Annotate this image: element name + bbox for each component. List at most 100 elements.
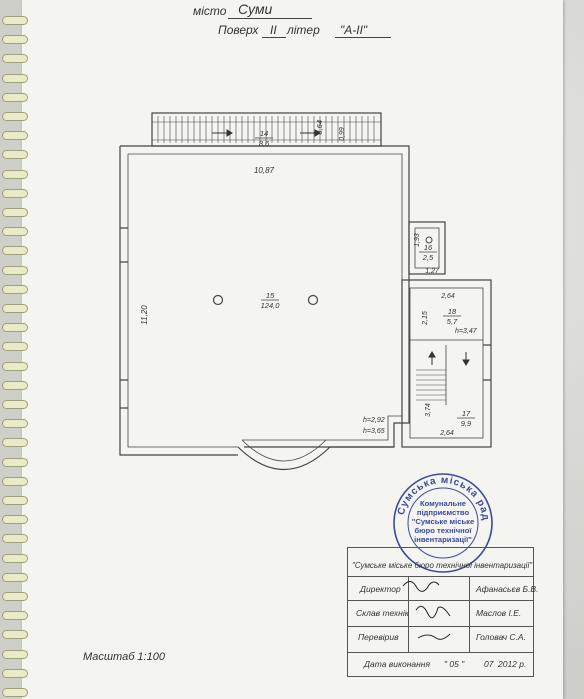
city-underline <box>228 18 312 19</box>
right-windows <box>483 344 491 381</box>
binding-coil <box>2 246 28 256</box>
binding-coil <box>2 476 28 486</box>
binding-coil <box>2 534 28 544</box>
binding-coil <box>2 438 28 448</box>
hall-inner-wall <box>127 153 403 448</box>
binding-coil <box>2 208 28 217</box>
stamp-line: підприємство <box>417 508 470 517</box>
paper-sheet <box>22 0 563 699</box>
stair-inner <box>409 287 484 439</box>
room-number: 18 <box>448 307 457 316</box>
binding-coil <box>2 92 28 102</box>
binding-coil <box>2 553 28 563</box>
hall-width-dim: 10,87 <box>254 166 275 175</box>
column-left <box>212 294 224 306</box>
wc-fixture-icon <box>425 236 433 244</box>
left-windows <box>120 227 128 409</box>
room-number: 15 <box>266 291 275 300</box>
stair-depth-dim: 2,15 <box>422 311 429 326</box>
balcony-depth-dim: 0,99 <box>339 127 346 141</box>
binding-coil <box>2 73 28 83</box>
room-area: 5,7 <box>447 317 458 326</box>
binding-coil <box>2 649 28 659</box>
bay-window-inner <box>241 439 327 462</box>
binding-coil <box>2 496 28 505</box>
wc-width-dim: 1,27 <box>425 268 440 275</box>
stair-steps <box>416 345 447 405</box>
binding-coil <box>2 265 28 275</box>
balcony-railing <box>152 116 381 143</box>
org-name: "Сумське міське бюро технічної інвентари… <box>352 561 533 570</box>
stair-outline <box>401 279 492 448</box>
stair-height-dim: h=3,47 <box>455 328 478 335</box>
signatures <box>402 581 451 640</box>
binding-coil <box>2 400 28 409</box>
binding-coil <box>2 169 28 179</box>
binding-coil <box>2 592 28 601</box>
date-day: " 05 " <box>444 659 465 669</box>
date-month: 07 <box>484 659 494 669</box>
stamp-line: "Сумське міське <box>412 517 474 526</box>
room-area: 8,6 <box>259 139 270 148</box>
scale-label: Масштаб 1:100 <box>83 651 165 663</box>
role-checker: Перевірив <box>358 632 399 642</box>
binding-coil <box>2 688 28 697</box>
letter-underline <box>335 37 391 38</box>
floor-label: Поверх <box>218 23 259 37</box>
official-stamp: Сумська міська рада Комунальнепідприємст… <box>392 472 494 574</box>
date-year: 2012 р. <box>498 659 527 669</box>
binding-coil <box>2 304 28 313</box>
binding-coil <box>2 630 28 640</box>
binding-coil <box>2 419 28 429</box>
binding-coil <box>2 227 28 237</box>
hall-height-1: h=2,92 <box>363 417 385 424</box>
title-block: "Сумське міське бюро технічної інвентари… <box>347 547 538 677</box>
name-checker: Головач С.А. <box>476 632 526 642</box>
room-area: 9,9 <box>461 419 472 428</box>
floor-underline <box>262 37 286 38</box>
binding-coil <box>2 150 28 160</box>
room-number: 16 <box>424 243 433 252</box>
city-label: місто <box>193 4 227 18</box>
hall-height-dim: 11,20 <box>140 305 149 325</box>
binding-coil <box>2 361 28 371</box>
balcony-width-dim: 8,64 <box>315 120 324 135</box>
letter-label: літер <box>287 23 320 37</box>
room-area: 2,5 <box>422 253 434 262</box>
role-technician: Склав технік <box>356 608 409 618</box>
room-number: 17 <box>462 409 471 418</box>
binding-coil <box>2 342 28 352</box>
room-number: 14 <box>260 129 268 138</box>
binding-coil <box>2 515 28 525</box>
name-technician: Маслов І.Е. <box>476 608 522 618</box>
stair-bottom-dim: 2,64 <box>439 430 454 437</box>
column-right <box>307 294 319 306</box>
name-director: Афанасьєв Б.В. <box>476 584 539 594</box>
binding-coil <box>2 380 28 390</box>
binding-coil <box>2 572 28 582</box>
binding-coil <box>2 188 28 198</box>
binding-coil <box>2 54 28 64</box>
binding-coil <box>2 457 28 467</box>
hall-height-2: h=3,65 <box>363 428 385 435</box>
stair-width-dim: 2,64 <box>440 293 455 300</box>
binding-coil <box>2 668 28 678</box>
binding-coil <box>2 16 28 25</box>
stamp-line: Комунальне <box>420 499 466 508</box>
binding-coil <box>2 323 28 333</box>
stamp-line: бюро технічної <box>414 526 472 535</box>
wc-outline <box>408 221 446 275</box>
binding-coil <box>2 35 28 45</box>
stamp-line: інвентаризації" <box>414 535 472 544</box>
binding-coil <box>2 112 28 121</box>
binding-coil <box>2 284 28 294</box>
stair-lower-dim: 3,74 <box>425 403 432 417</box>
wc-height-dim: 1,93 <box>414 233 421 247</box>
binding-coil <box>2 611 28 621</box>
role-director: Директор <box>360 584 401 594</box>
binding-coil <box>2 131 28 141</box>
date-label: Дата виконання <box>364 659 430 669</box>
city-value: Суми <box>238 1 273 17</box>
room-area: 124,0 <box>261 301 281 310</box>
